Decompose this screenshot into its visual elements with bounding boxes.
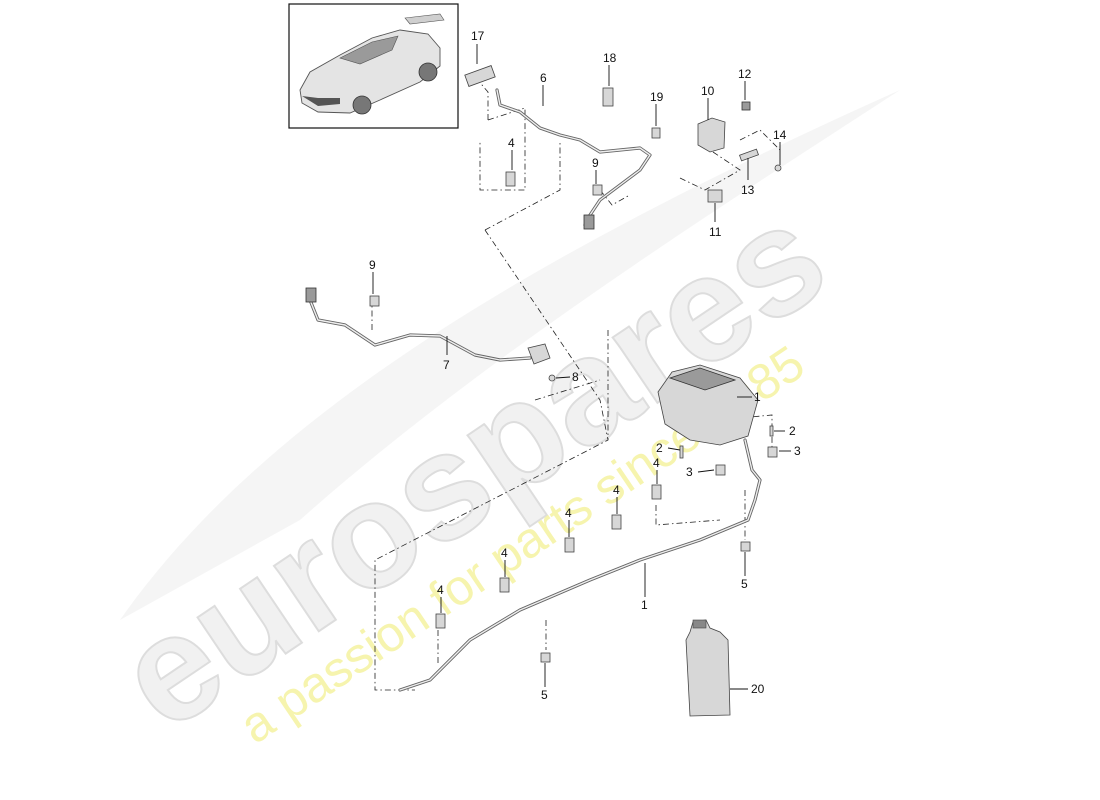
callout-20: 20 [751,682,765,696]
callout-4-d: 4 [501,546,508,560]
callout-10: 10 [701,84,715,98]
part-5a-clip [740,541,751,552]
callout-12: 12 [738,67,752,81]
callout-1-reservoir: 1 [754,390,761,404]
callout-4-a: 4 [653,456,660,470]
callout-2-right: 2 [789,424,796,438]
part-8-union [527,343,551,365]
part-12-clip [741,101,751,111]
callout-9-left: 9 [369,258,376,272]
part-4b-clip [611,514,622,530]
callout-1-line: 1 [641,598,648,612]
callout-18: 18 [603,51,617,65]
callout-5-bottom: 5 [541,688,548,702]
callout-3-left: 3 [686,465,693,479]
watermark-swoosh [120,90,900,620]
car-body [299,29,441,114]
callout-5-right: 5 [741,577,748,591]
part-17-clip [464,65,496,87]
callout-9-top: 9 [592,156,599,170]
callout-4-c: 4 [565,506,572,520]
watermark-brand: eurospares [89,170,853,762]
part-9a-clip [592,184,603,196]
watermark: eurospares a passion for parts since 198… [88,90,900,763]
part-3a-clip [715,464,726,476]
callout-13: 13 [741,183,755,197]
part-20-bottle-cap [692,619,707,629]
callout-11: 11 [709,225,722,239]
part-2b-bolt [769,425,774,437]
callout-4-top: 4 [508,136,515,150]
leader-lines [372,44,791,690]
callout-4-b: 4 [613,483,620,497]
car-windscreen [339,35,399,65]
part-4a-clip [651,484,662,500]
callout-2-left: 2 [656,441,663,455]
part-9b-clip [369,295,380,307]
part-8-bolt [548,374,556,382]
part-18-bracket [602,87,614,107]
line-part-6 [495,88,652,227]
assembly-lines [371,77,781,691]
part-1-reservoir-cap [668,367,737,391]
part-13-bracket [739,148,759,162]
car-wing [404,13,445,25]
part-2a-bolt [679,445,684,459]
callout-19: 19 [650,90,664,104]
callout-7: 7 [443,358,450,372]
part-4-clip-top [505,171,516,187]
callout-6: 6 [540,71,547,85]
car-thumbnail [288,3,459,129]
part-sensor-top [583,214,595,230]
part-10-valve-block [697,117,726,153]
part-14-nut [774,164,782,172]
parts [305,65,782,717]
hydraulic-lines [308,88,762,692]
car-front-wheel [352,95,372,115]
callouts: 17 6 18 19 10 12 14 13 11 4 9 9 7 8 1 2 … [369,29,801,702]
part-11-mount [707,189,723,203]
part-3b-clip [767,446,778,458]
part-4c-clip [564,537,575,553]
part-19-clip [651,127,661,139]
callout-4-e: 4 [437,583,444,597]
part-4d-clip [499,577,510,593]
callout-8: 8 [572,370,579,384]
car-rear-wheel [418,62,438,82]
part-5b-clip [540,652,551,663]
part-1-reservoir [657,364,759,446]
part-sensor-left [305,287,317,303]
car-front-bumper [302,96,340,106]
callout-17: 17 [471,29,485,43]
callout-3-right: 3 [794,444,801,458]
part-4e-clip [435,613,446,629]
callout-14: 14 [773,128,787,142]
part-20-fluid-bottle [685,619,731,717]
